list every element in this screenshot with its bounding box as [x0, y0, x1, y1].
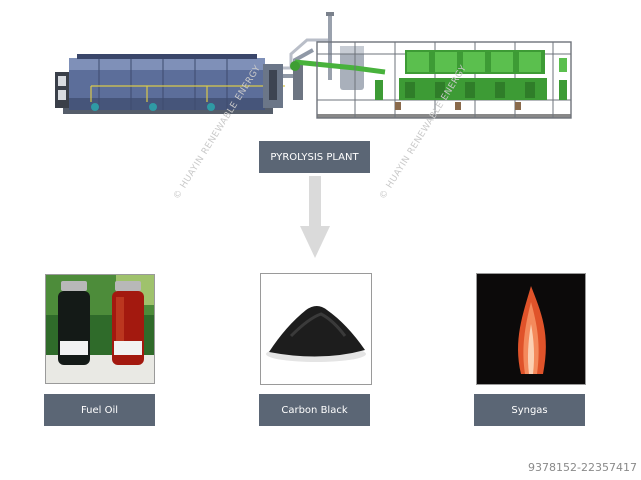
carbon-black-photo: [260, 273, 372, 385]
syngas-label: Syngas: [474, 394, 585, 426]
fuel-oil-label: Fuel Oil: [44, 394, 155, 426]
down-arrow-icon: [300, 176, 330, 258]
pyrolysis-plant-label-text: PYROLYSIS PLANT: [270, 151, 359, 163]
pyrolysis-plant-illustration: [55, 12, 572, 119]
syngas-photo: [476, 273, 586, 385]
carbon-black-label-text: Carbon Black: [281, 404, 348, 416]
syngas-label-text: Syngas: [511, 404, 548, 416]
fuel-oil-photo: [45, 274, 155, 384]
pyrolysis-plant-label: PYROLYSIS PLANT: [259, 141, 370, 173]
carbon-black-label: Carbon Black: [259, 394, 370, 426]
image-code: 9378152-22357417: [528, 461, 637, 474]
fuel-oil-label-text: Fuel Oil: [80, 404, 119, 416]
